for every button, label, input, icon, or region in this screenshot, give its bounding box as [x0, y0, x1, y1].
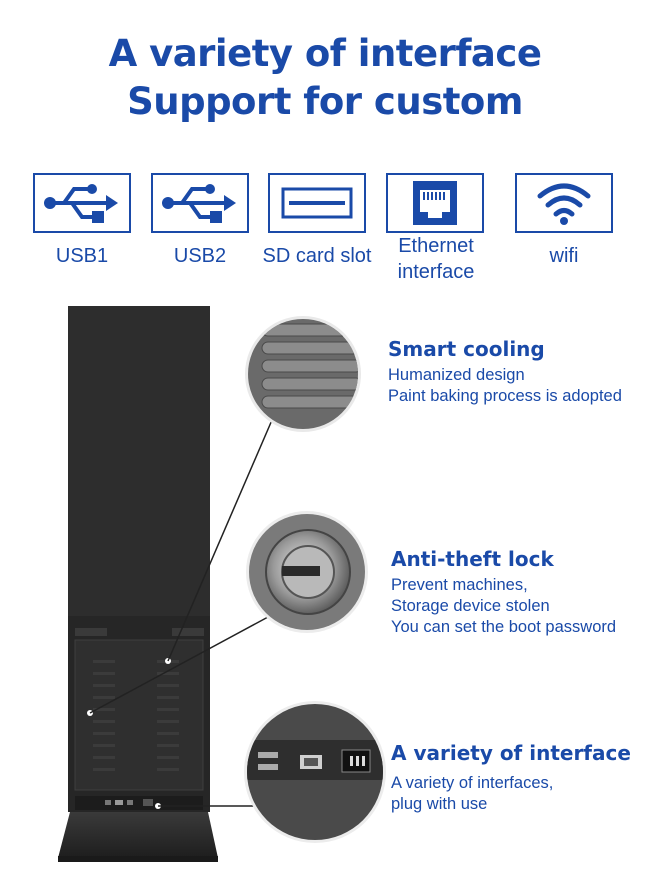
- headline-line-1: A variety of interface: [108, 32, 542, 75]
- cooling-leader-line: [167, 419, 273, 662]
- cooling-detail-circle: [245, 316, 361, 432]
- smart-cooling-title: Smart cooling: [388, 337, 545, 361]
- anti-theft-lock-line-1: Prevent machines,: [391, 576, 528, 594]
- usb-icon: [44, 184, 118, 223]
- sd-card-slot-label: SD card slot: [262, 245, 372, 267]
- headline-line-2: Support for custom: [127, 80, 523, 123]
- variety-interface-title: A variety of interface: [391, 741, 631, 765]
- usb2-label: USB2: [173, 245, 227, 267]
- usb-icon: [162, 184, 236, 223]
- usb1-icon-box: [33, 173, 131, 233]
- ports-detail-circle: [244, 701, 386, 843]
- anti-theft-lock-title: Anti-theft lock: [391, 547, 554, 571]
- sd-card-slot-icon: [281, 187, 353, 219]
- kiosk-screen: [68, 306, 210, 618]
- lock-leader-line: [89, 616, 269, 714]
- sd-card-icon-box: [268, 173, 366, 233]
- wifi-icon-box: [515, 173, 613, 233]
- kiosk-illustration: [58, 306, 386, 862]
- variety-interface-line-1: A variety of interfaces,: [391, 774, 554, 792]
- kiosk-base: [58, 812, 218, 858]
- anti-theft-lock-line-2: Storage device stolen: [391, 597, 550, 615]
- kiosk-door-panel: [74, 639, 204, 791]
- usb2-icon-box: [151, 173, 249, 233]
- wifi-icon: [537, 183, 591, 225]
- kiosk-vent-slots: [93, 660, 179, 771]
- variety-interface-line-2: plug with use: [391, 795, 488, 813]
- ethernet-label-line-2: interface: [397, 261, 475, 283]
- usb1-label: USB1: [55, 245, 109, 267]
- ethernet-label-line-1: Ethernet: [398, 235, 474, 257]
- wifi-label: wifi: [549, 245, 579, 267]
- ethernet-port-icon: [413, 181, 457, 225]
- kiosk-port-strip: [75, 796, 203, 810]
- smart-cooling-line-1: Humanized design: [388, 366, 525, 384]
- ethernet-icon-box: [386, 173, 484, 233]
- smart-cooling-line-2: Paint baking process is adopted: [388, 387, 622, 405]
- lock-detail-circle: [246, 511, 368, 633]
- anti-theft-lock-line-3: You can set the boot password: [391, 618, 617, 636]
